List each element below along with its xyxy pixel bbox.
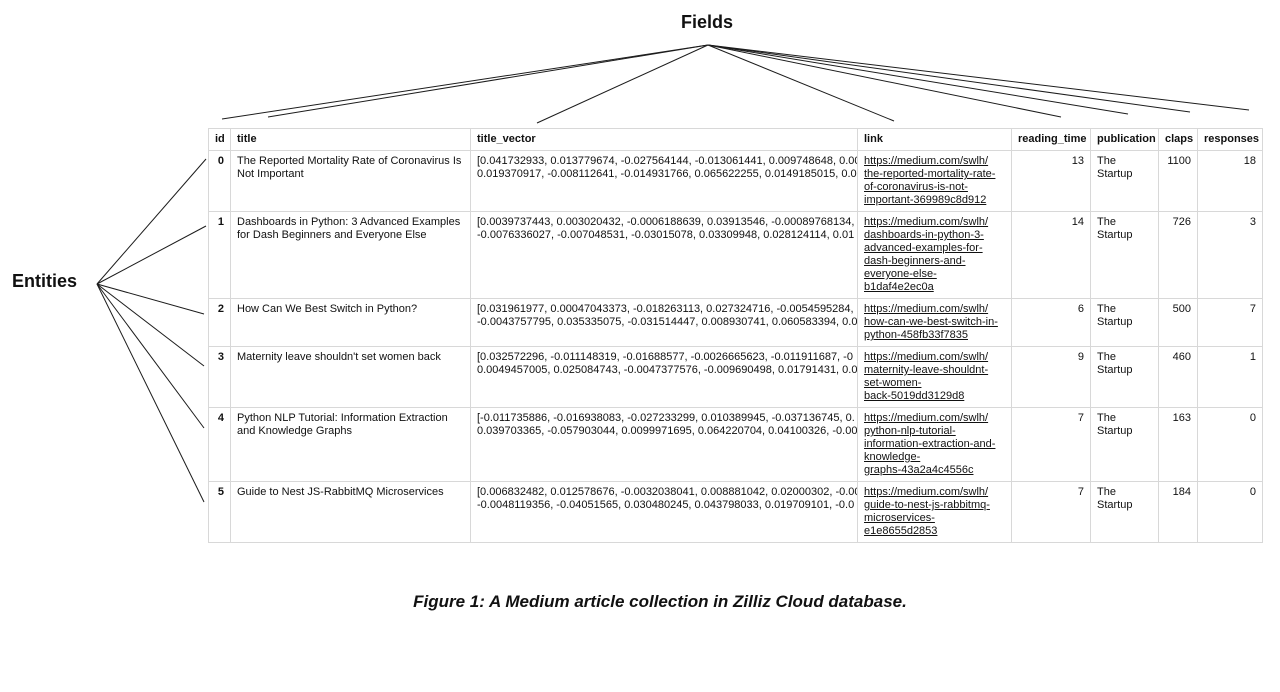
cell-title-vector: [0.0039737443, 0.003020432, -0.000618863… xyxy=(470,211,858,299)
cell-claps: 500 xyxy=(1158,298,1198,347)
column-header-id: id xyxy=(208,128,231,151)
cell-id: 3 xyxy=(208,346,231,408)
cell-publication: The Startup xyxy=(1090,407,1159,482)
cell-title-vector: [0.031961977, 0.00047043373, -0.01826311… xyxy=(470,298,858,347)
cell-reading-time: 13 xyxy=(1011,150,1091,212)
cell-link: https://medium.com/swlh/ the-reported-mo… xyxy=(857,150,1012,212)
column-header-title: title xyxy=(230,128,471,151)
cell-reading-time: 9 xyxy=(1011,346,1091,408)
cell-title: Guide to Nest JS-RabbitMQ Microservices xyxy=(230,481,471,543)
cell-id: 4 xyxy=(208,407,231,482)
cell-reading-time: 6 xyxy=(1011,298,1091,347)
article-link[interactable]: https://medium.com/swlh/ how-can-we-best… xyxy=(864,303,998,341)
column-header-claps: claps xyxy=(1158,128,1198,151)
cell-reading-time: 7 xyxy=(1011,407,1091,482)
fields-callout-lines xyxy=(221,44,1250,124)
cell-link: https://medium.com/swlh/ maternity-leave… xyxy=(857,346,1012,408)
cell-publication: The Startup xyxy=(1090,481,1159,543)
cell-title: Python NLP Tutorial: Information Extract… xyxy=(230,407,471,482)
cell-id: 2 xyxy=(208,298,231,347)
table-header-row: id title title_vector link reading_time … xyxy=(208,128,1263,151)
cell-publication: The Startup xyxy=(1090,346,1159,408)
table-row: 3 Maternity leave shouldn't set women ba… xyxy=(208,346,1263,408)
table-row: 0 The Reported Mortality Rate of Coronav… xyxy=(208,150,1263,212)
article-link[interactable]: https://medium.com/swlh/ dashboards-in-p… xyxy=(864,216,989,293)
cell-claps: 460 xyxy=(1158,346,1198,408)
table-row: 2 How Can We Best Switch in Python? [0.0… xyxy=(208,298,1263,347)
cell-link: https://medium.com/swlh/ guide-to-nest-j… xyxy=(857,481,1012,543)
cell-id: 0 xyxy=(208,150,231,212)
cell-title: Dashboards in Python: 3 Advanced Example… xyxy=(230,211,471,299)
column-header-publication: publication xyxy=(1090,128,1159,151)
cell-claps: 184 xyxy=(1158,481,1198,543)
cell-responses: 3 xyxy=(1197,211,1263,299)
figure-caption: Figure 1: A Medium article collection in… xyxy=(413,592,907,611)
cell-id: 1 xyxy=(208,211,231,299)
cell-title-vector: [0.032572296, -0.011148319, -0.01688577,… xyxy=(470,346,858,408)
cell-claps: 726 xyxy=(1158,211,1198,299)
cell-publication: The Startup xyxy=(1090,150,1159,212)
cell-title-vector: [0.006832482, 0.012578676, -0.0032038041… xyxy=(470,481,858,543)
cell-title-vector: [0.041732933, 0.013779674, -0.027564144,… xyxy=(470,150,858,212)
cell-claps: 163 xyxy=(1158,407,1198,482)
article-link[interactable]: https://medium.com/swlh/ maternity-leave… xyxy=(864,351,989,402)
cell-responses: 18 xyxy=(1197,150,1263,212)
cell-responses: 7 xyxy=(1197,298,1263,347)
table-row: 4 Python NLP Tutorial: Information Extra… xyxy=(208,407,1263,482)
entities-label: Entities xyxy=(12,271,78,291)
cell-responses: 0 xyxy=(1197,407,1263,482)
table-row: 1 Dashboards in Python: 3 Advanced Examp… xyxy=(208,211,1263,299)
cell-reading-time: 14 xyxy=(1011,211,1091,299)
cell-responses: 0 xyxy=(1197,481,1263,543)
column-header-reading-time: reading_time xyxy=(1011,128,1091,151)
table-body: 0 The Reported Mortality Rate of Coronav… xyxy=(208,150,1263,543)
cell-id: 5 xyxy=(208,481,231,543)
fields-label: Fields xyxy=(680,12,733,32)
column-header-title-vector: title_vector xyxy=(470,128,858,151)
cell-reading-time: 7 xyxy=(1011,481,1091,543)
cell-publication: The Startup xyxy=(1090,211,1159,299)
column-header-responses: responses xyxy=(1197,128,1263,151)
table-row: 5 Guide to Nest JS-RabbitMQ Microservice… xyxy=(208,481,1263,543)
column-header-link: link xyxy=(857,128,1012,151)
cell-title: Maternity leave shouldn't set women back xyxy=(230,346,471,408)
cell-responses: 1 xyxy=(1197,346,1263,408)
cell-link: https://medium.com/swlh/ how-can-we-best… xyxy=(857,298,1012,347)
cell-title-vector: [-0.011735886, -0.016938083, -0.02723329… xyxy=(470,407,858,482)
cell-title: How Can We Best Switch in Python? xyxy=(230,298,471,347)
article-link[interactable]: https://medium.com/swlh/ the-reported-mo… xyxy=(864,155,996,206)
cell-claps: 1100 xyxy=(1158,150,1198,212)
collection-table: id title title_vector link reading_time … xyxy=(208,128,1263,543)
entities-callout-lines xyxy=(96,158,207,503)
article-link[interactable]: https://medium.com/swlh/ guide-to-nest-j… xyxy=(864,486,990,537)
article-link[interactable]: https://medium.com/swlh/ python-nlp-tuto… xyxy=(864,412,996,476)
cell-link: https://medium.com/swlh/ dashboards-in-p… xyxy=(857,211,1012,299)
cell-link: https://medium.com/swlh/ python-nlp-tuto… xyxy=(857,407,1012,482)
cell-title: The Reported Mortality Rate of Coronavir… xyxy=(230,150,471,212)
cell-publication: The Startup xyxy=(1090,298,1159,347)
